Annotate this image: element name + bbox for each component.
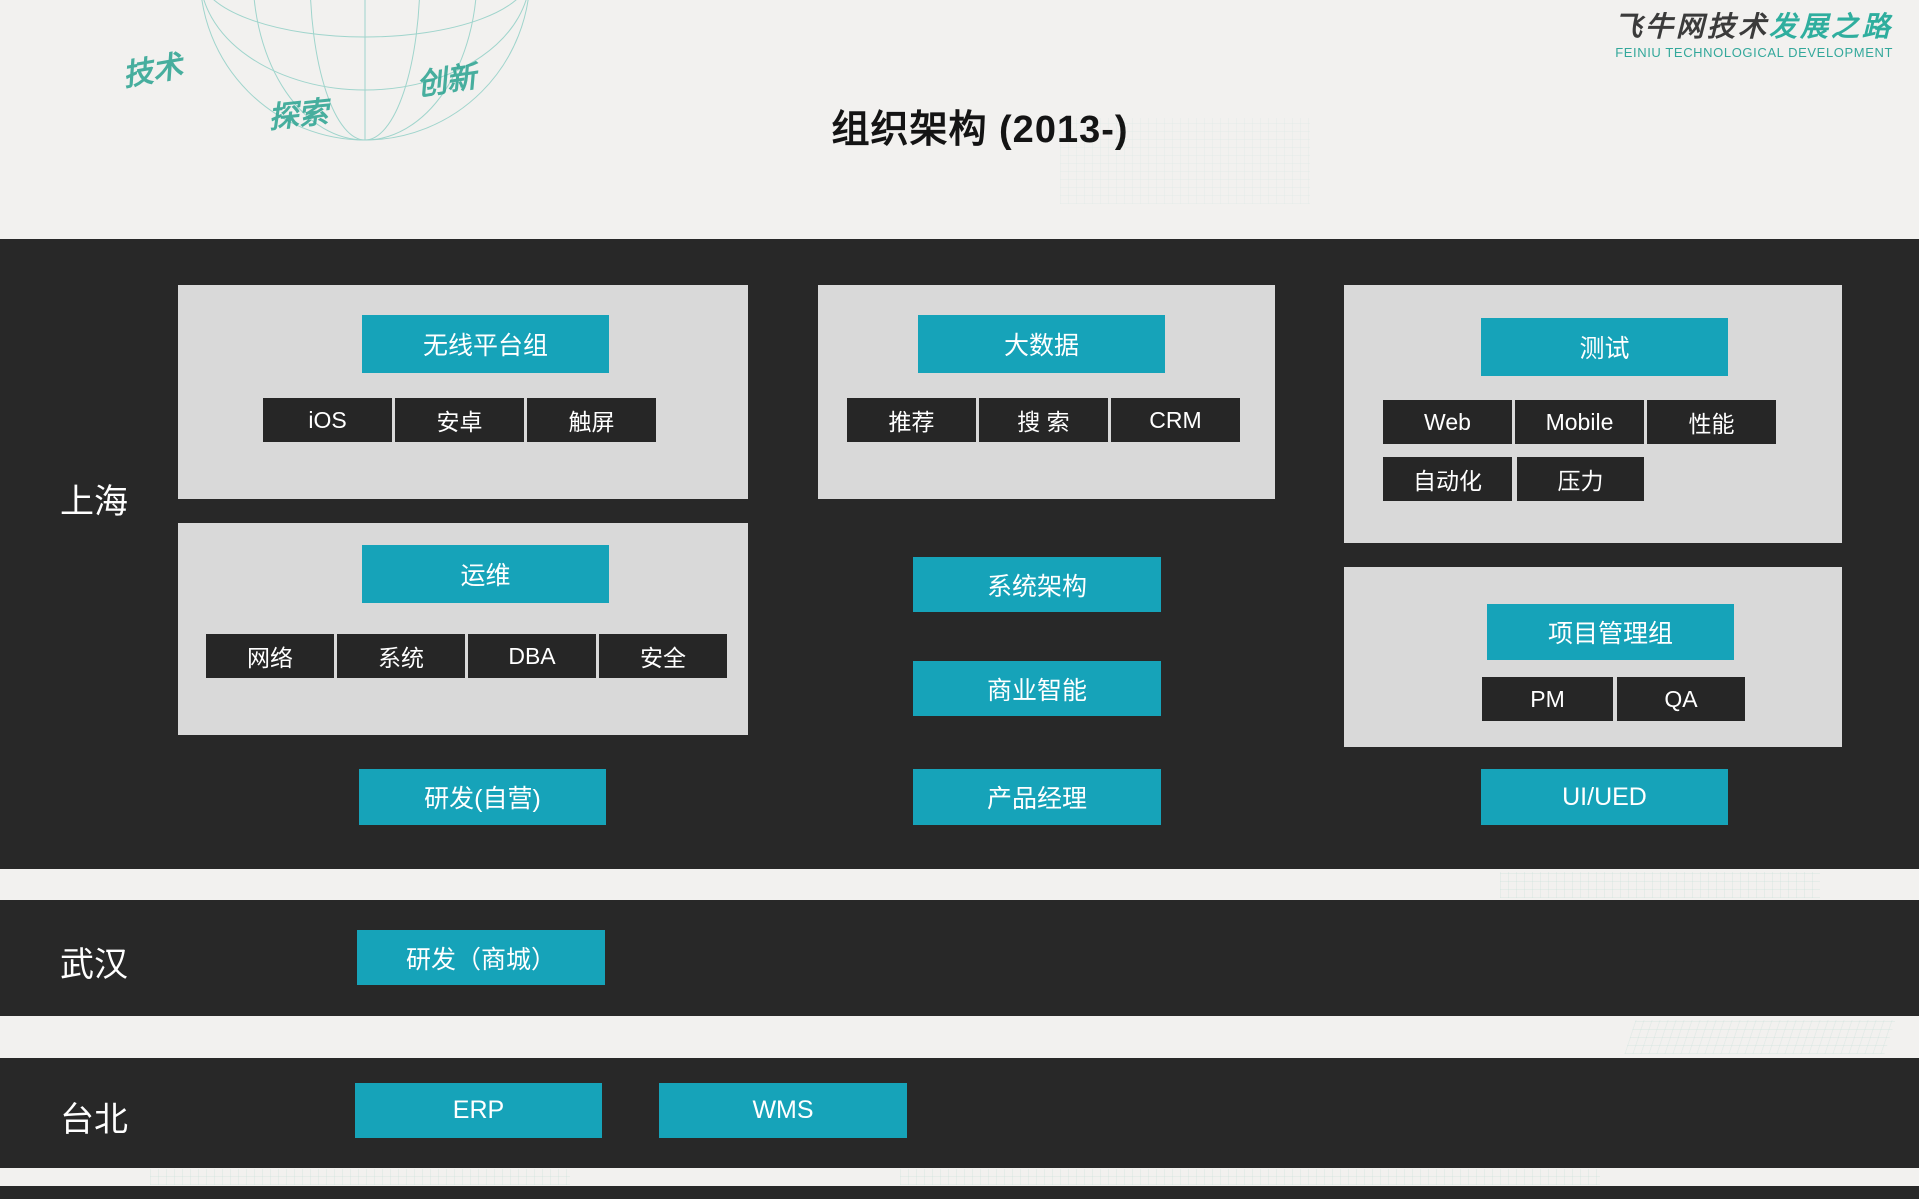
node-automation: 自动化: [1383, 457, 1512, 501]
brand-logo-cn: 飞牛网技术发展之路: [1613, 11, 1893, 43]
node-android: 安卓: [395, 398, 524, 442]
node-mobile: Mobile: [1515, 400, 1644, 444]
pmo-items-row: PM QA: [1482, 677, 1745, 721]
node-security: 安全: [599, 634, 727, 678]
node-erp: ERP: [355, 1083, 602, 1138]
node-ios: iOS: [263, 398, 392, 442]
panel-bigdata: 大数据 推荐 搜 索 CRM: [818, 285, 1275, 499]
section-taipei: [0, 1058, 1919, 1168]
node-rd-self-operated: 研发(自营): [359, 769, 606, 825]
node-performance: 性能: [1647, 400, 1776, 444]
node-big-data: 大数据: [918, 315, 1165, 373]
section-wuhan: [0, 900, 1919, 1016]
section-label-taipei: 台北: [60, 1101, 128, 1139]
node-dba: DBA: [468, 634, 596, 678]
node-recommend: 推荐: [847, 398, 976, 442]
panel-ops: 运维 网络 系统 DBA 安全: [178, 523, 748, 735]
texture-decoration: [1500, 872, 1820, 898]
node-rd-mall: 研发（商城）: [357, 930, 605, 985]
node-stress-test: 压力: [1517, 457, 1644, 501]
brand-logo-en: FEINIU TECHNOLOGICAL DEVELOPMENT: [1615, 44, 1893, 60]
node-qa: QA: [1617, 677, 1745, 721]
node-touchscreen: 触屏: [527, 398, 656, 442]
bottom-strip: [0, 1186, 1919, 1199]
node-product-manager: 产品经理: [913, 769, 1161, 825]
texture-decoration: [1060, 118, 1310, 204]
section-label-shanghai: 上海: [60, 483, 128, 521]
panel-wireless: 无线平台组 iOS 安卓 触屏: [178, 285, 748, 499]
globe-sketch-decoration: [201, 0, 529, 141]
sketch-word-exploration: 探索: [266, 95, 330, 136]
ops-items-row: 网络 系统 DBA 安全: [206, 634, 727, 678]
texture-decoration: [900, 1169, 1600, 1185]
panel-pmo: 项目管理组 PM QA: [1344, 567, 1842, 747]
node-system-architecture: 系统架构: [913, 557, 1161, 612]
page-title: 组织架构 (2013-): [831, 109, 1129, 151]
panel-testing: 测试 Web Mobile 性能 自动化 压力: [1344, 285, 1842, 543]
sketch-word-innovation: 创新: [414, 60, 479, 103]
bigdata-items-row: 推荐 搜 索 CRM: [847, 398, 1240, 442]
texture-decoration: [150, 1169, 570, 1185]
testing-items-row1: Web Mobile 性能: [1383, 400, 1776, 444]
node-pm: PM: [1482, 677, 1613, 721]
node-testing: 测试: [1481, 318, 1728, 376]
node-project-management-group: 项目管理组: [1487, 604, 1734, 660]
node-system: 系统: [337, 634, 465, 678]
wireless-items-row: iOS 安卓 触屏: [263, 398, 656, 442]
testing-items-row2: 自动化 压力: [1383, 457, 1644, 501]
node-wms: WMS: [659, 1083, 907, 1138]
node-web: Web: [1383, 400, 1512, 444]
node-network: 网络: [206, 634, 334, 678]
brand-logo: 飞牛网技术发展之路 FEINIU TECHNOLOGICAL DEVELOPME…: [1613, 11, 1893, 60]
node-search: 搜 索: [979, 398, 1108, 442]
node-ui-ued: UI/UED: [1481, 769, 1728, 825]
node-business-intelligence: 商业智能: [913, 661, 1161, 716]
texture-decoration: [1624, 1020, 1896, 1054]
brand-logo-cn-dark: 飞牛网技术: [1613, 11, 1769, 42]
node-ops: 运维: [362, 545, 609, 603]
section-label-wuhan: 武汉: [60, 946, 128, 984]
node-crm: CRM: [1111, 398, 1240, 442]
brand-logo-cn-teal: 发展之路: [1768, 11, 1893, 42]
node-wireless-platform-group: 无线平台组: [362, 315, 609, 373]
